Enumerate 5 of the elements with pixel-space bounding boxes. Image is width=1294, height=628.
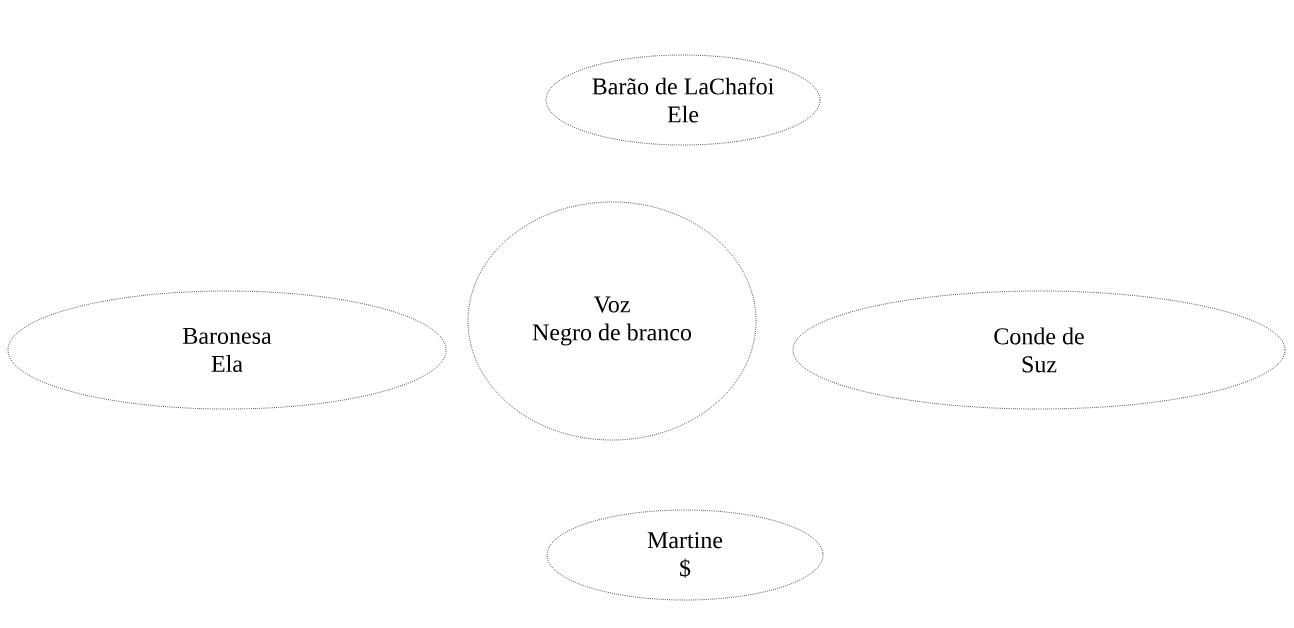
ellipse-node: Baronesa Ela (7, 290, 447, 410)
ellipse-node: Barão de LaChafoi Ele (545, 54, 821, 146)
ellipse-node: Martine $ (546, 509, 824, 601)
ellipse-node: Voz Negro de branco (467, 201, 757, 441)
ellipse-node: Conde de Suz (792, 290, 1286, 410)
